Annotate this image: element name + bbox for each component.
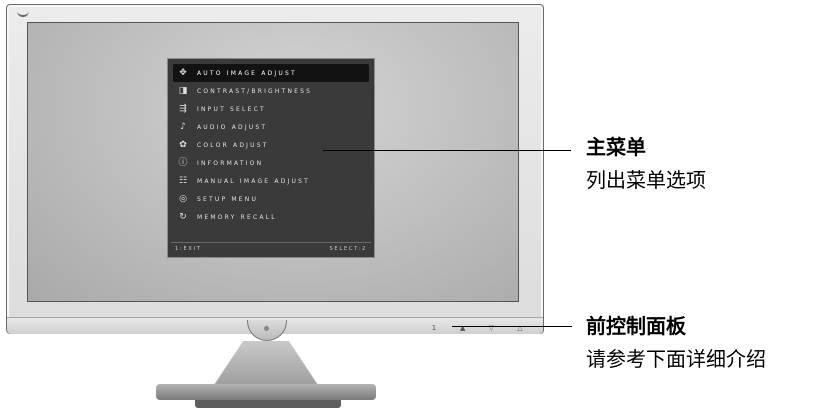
osd-item-memory-recall[interactable]: ↻ MEMORY RECALL [173,208,369,226]
front-panel-callout: 前控制面板 请参考下面详细介绍 [586,313,766,373]
main-menu-leader-line [323,150,571,151]
osd-item-label: CONTRAST/BRIGHTNESS [197,87,313,95]
input-select-icon: ⇶ [179,104,187,114]
info-icon: ⓘ [178,158,188,168]
osd-item-input-select[interactable]: ⇶ INPUT SELECT [173,100,369,118]
osd-exit-hint: 1:EXIT [175,245,202,252]
osd-item-contrast-brightness[interactable]: ◨ CONTRAST/BRIGHTNESS [173,82,369,100]
stand-foot [195,400,341,408]
osd-footer: 1:EXIT SELECT:2 [171,242,371,254]
osd-item-label: AUTO IMAGE ADJUST [197,69,297,77]
auto-adjust-icon: ✥ [179,68,187,78]
manual-adjust-icon: ☷ [178,176,188,186]
osd-item-auto-image-adjust[interactable]: ✥ AUTO IMAGE ADJUST [173,64,369,82]
stand-neck [214,341,318,385]
stand-base [156,384,376,400]
front-control-panel: 1 ▲ ▽ △ [427,323,527,333]
osd-select-hint: SELECT:2 [329,245,367,252]
front-button-1[interactable]: 1 [431,324,437,332]
contrast-icon: ◨ [178,86,188,96]
osd-item-label: AUDIO ADJUST [197,123,268,131]
osd-menu-list: ✥ AUTO IMAGE ADJUST ◨ CONTRAST/BRIGHTNES… [173,64,369,226]
audio-icon: ♪ [180,122,186,132]
osd-item-manual-image-adjust[interactable]: ☷ MANUAL IMAGE ADJUST [173,172,369,190]
osd-item-label: COLOR ADJUST [197,141,269,149]
power-button[interactable] [247,320,287,341]
osd-item-information[interactable]: ⓘ INFORMATION [173,154,369,172]
osd-item-label: MANUAL IMAGE ADJUST [197,177,310,185]
front-button-up[interactable]: ▲ [459,324,466,332]
front-panel-desc: 请参考下面详细介绍 [586,347,766,371]
osd-item-setup-menu[interactable]: ◎ SETUP MENU [173,190,369,208]
main-menu-callout: 主菜单 列出菜单选项 [586,134,706,194]
osd-item-label: MEMORY RECALL [197,213,277,221]
main-menu-title: 主菜单 [586,135,646,159]
main-menu-desc: 列出菜单选项 [586,168,706,192]
brand-logo [17,9,29,17]
color-icon: ✿ [179,140,187,150]
front-button-power[interactable]: △ [517,324,523,332]
memory-recall-icon: ↻ [179,212,187,222]
osd-item-label: INFORMATION [197,159,264,167]
osd-item-audio-adjust[interactable]: ♪ AUDIO ADJUST [173,118,369,136]
front-panel-leader-line [452,326,572,327]
osd-item-color-adjust[interactable]: ✿ COLOR ADJUST [173,136,369,154]
osd-item-label: SETUP MENU [197,195,259,203]
front-panel-title: 前控制面板 [586,314,686,338]
front-button-down[interactable]: ▽ [488,324,494,332]
osd-main-menu: ✥ AUTO IMAGE ADJUST ◨ CONTRAST/BRIGHTNES… [167,58,375,258]
osd-item-label: INPUT SELECT [197,105,266,113]
setup-icon: ◎ [179,194,187,204]
power-led-icon [264,326,269,331]
